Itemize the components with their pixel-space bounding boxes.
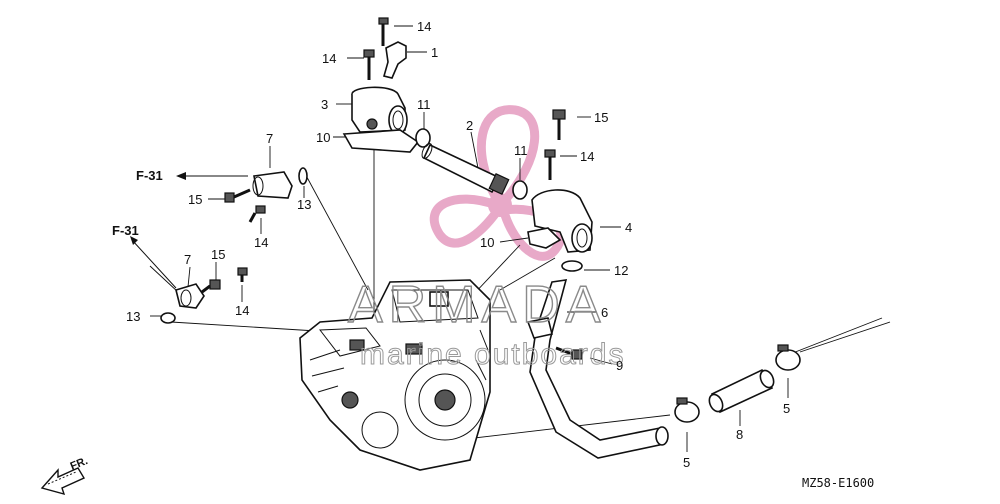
callout-15-right: 15 xyxy=(594,110,608,125)
callout-7-low: 7 xyxy=(184,252,191,267)
bolt-14-right[interactable] xyxy=(544,149,556,180)
bolt-15-low[interactable] xyxy=(201,279,221,294)
bolt-14-low[interactable] xyxy=(237,267,248,282)
bolt-9[interactable] xyxy=(555,346,583,360)
ref-arrow-lower xyxy=(130,236,177,289)
callout-8: 8 xyxy=(736,427,743,442)
callout-14-left: 14 xyxy=(322,51,336,66)
thermostat-cover-3[interactable] xyxy=(351,86,408,135)
callout-6: 6 xyxy=(601,305,608,320)
callout-1: 1 xyxy=(431,45,438,60)
ref-arrow-upper xyxy=(176,172,248,180)
joint-7-lower[interactable] xyxy=(175,283,205,309)
callout-7-top: 7 xyxy=(266,131,273,146)
callout-2: 2 xyxy=(466,118,473,133)
bolt-14-top[interactable] xyxy=(378,17,389,46)
gasket-10-left[interactable] xyxy=(342,129,420,153)
callout-15-left: 15 xyxy=(188,192,202,207)
o-ring-12[interactable] xyxy=(561,260,583,272)
bolt-15-right[interactable] xyxy=(552,109,566,140)
bolt-15-left[interactable] xyxy=(224,188,251,203)
water-hose-8[interactable] xyxy=(707,368,776,414)
water-pipe-2[interactable] xyxy=(420,142,510,196)
callout-5-right: 5 xyxy=(783,401,790,416)
hose-clamp-5-right[interactable] xyxy=(775,344,801,371)
callout-15-low: 15 xyxy=(211,247,225,262)
ref-label-f31-upper: F-31 xyxy=(136,168,163,183)
joint-7-upper[interactable] xyxy=(252,171,293,199)
callout-labels: 14 14 1 3 10 11 2 11 15 14 7 15 13 14 4 … xyxy=(126,19,790,470)
o-ring-11-left[interactable] xyxy=(415,128,431,148)
bracket-1[interactable] xyxy=(383,41,407,79)
water-pipe-6[interactable] xyxy=(526,279,669,459)
callout-14-top: 14 xyxy=(417,19,431,34)
front-direction-arrow-icon xyxy=(40,467,86,496)
callout-13-upper: 13 xyxy=(297,197,311,212)
callout-3: 3 xyxy=(321,97,328,112)
hose-clamp-5-low[interactable] xyxy=(674,397,700,423)
callout-4: 4 xyxy=(625,220,632,235)
water-joint-4[interactable] xyxy=(531,189,593,253)
callout-14-mid: 14 xyxy=(254,235,268,250)
callout-14-right: 14 xyxy=(580,149,594,164)
bolt-14-left[interactable] xyxy=(363,49,375,80)
callout-10-right: 10 xyxy=(480,235,494,250)
watermark-subtitle: marine outboards xyxy=(360,338,625,371)
ref-label-f31-lower: F-31 xyxy=(112,223,139,238)
o-ring-13-low[interactable] xyxy=(160,312,176,324)
callout-12: 12 xyxy=(614,263,628,278)
callout-10-left: 10 xyxy=(316,130,330,145)
gasket-10-right[interactable] xyxy=(527,227,562,249)
callout-11-left: 11 xyxy=(417,97,431,112)
callout-11-mid: 11 xyxy=(514,143,528,158)
o-ring-11-mid[interactable] xyxy=(512,180,528,200)
watermark-title: ARMADA xyxy=(348,276,606,334)
front-direction-label: FR. xyxy=(69,455,90,473)
callout-5-low: 5 xyxy=(683,455,690,470)
o-ring-13-upper[interactable] xyxy=(298,167,308,185)
callout-9: 9 xyxy=(616,358,623,373)
callout-14-low: 14 xyxy=(235,303,249,318)
callout-13-low: 13 xyxy=(126,309,140,324)
bolt-14-mid[interactable] xyxy=(248,205,266,223)
diagram-code: MZ58-E1600 xyxy=(802,476,874,490)
engine-block xyxy=(299,279,491,471)
